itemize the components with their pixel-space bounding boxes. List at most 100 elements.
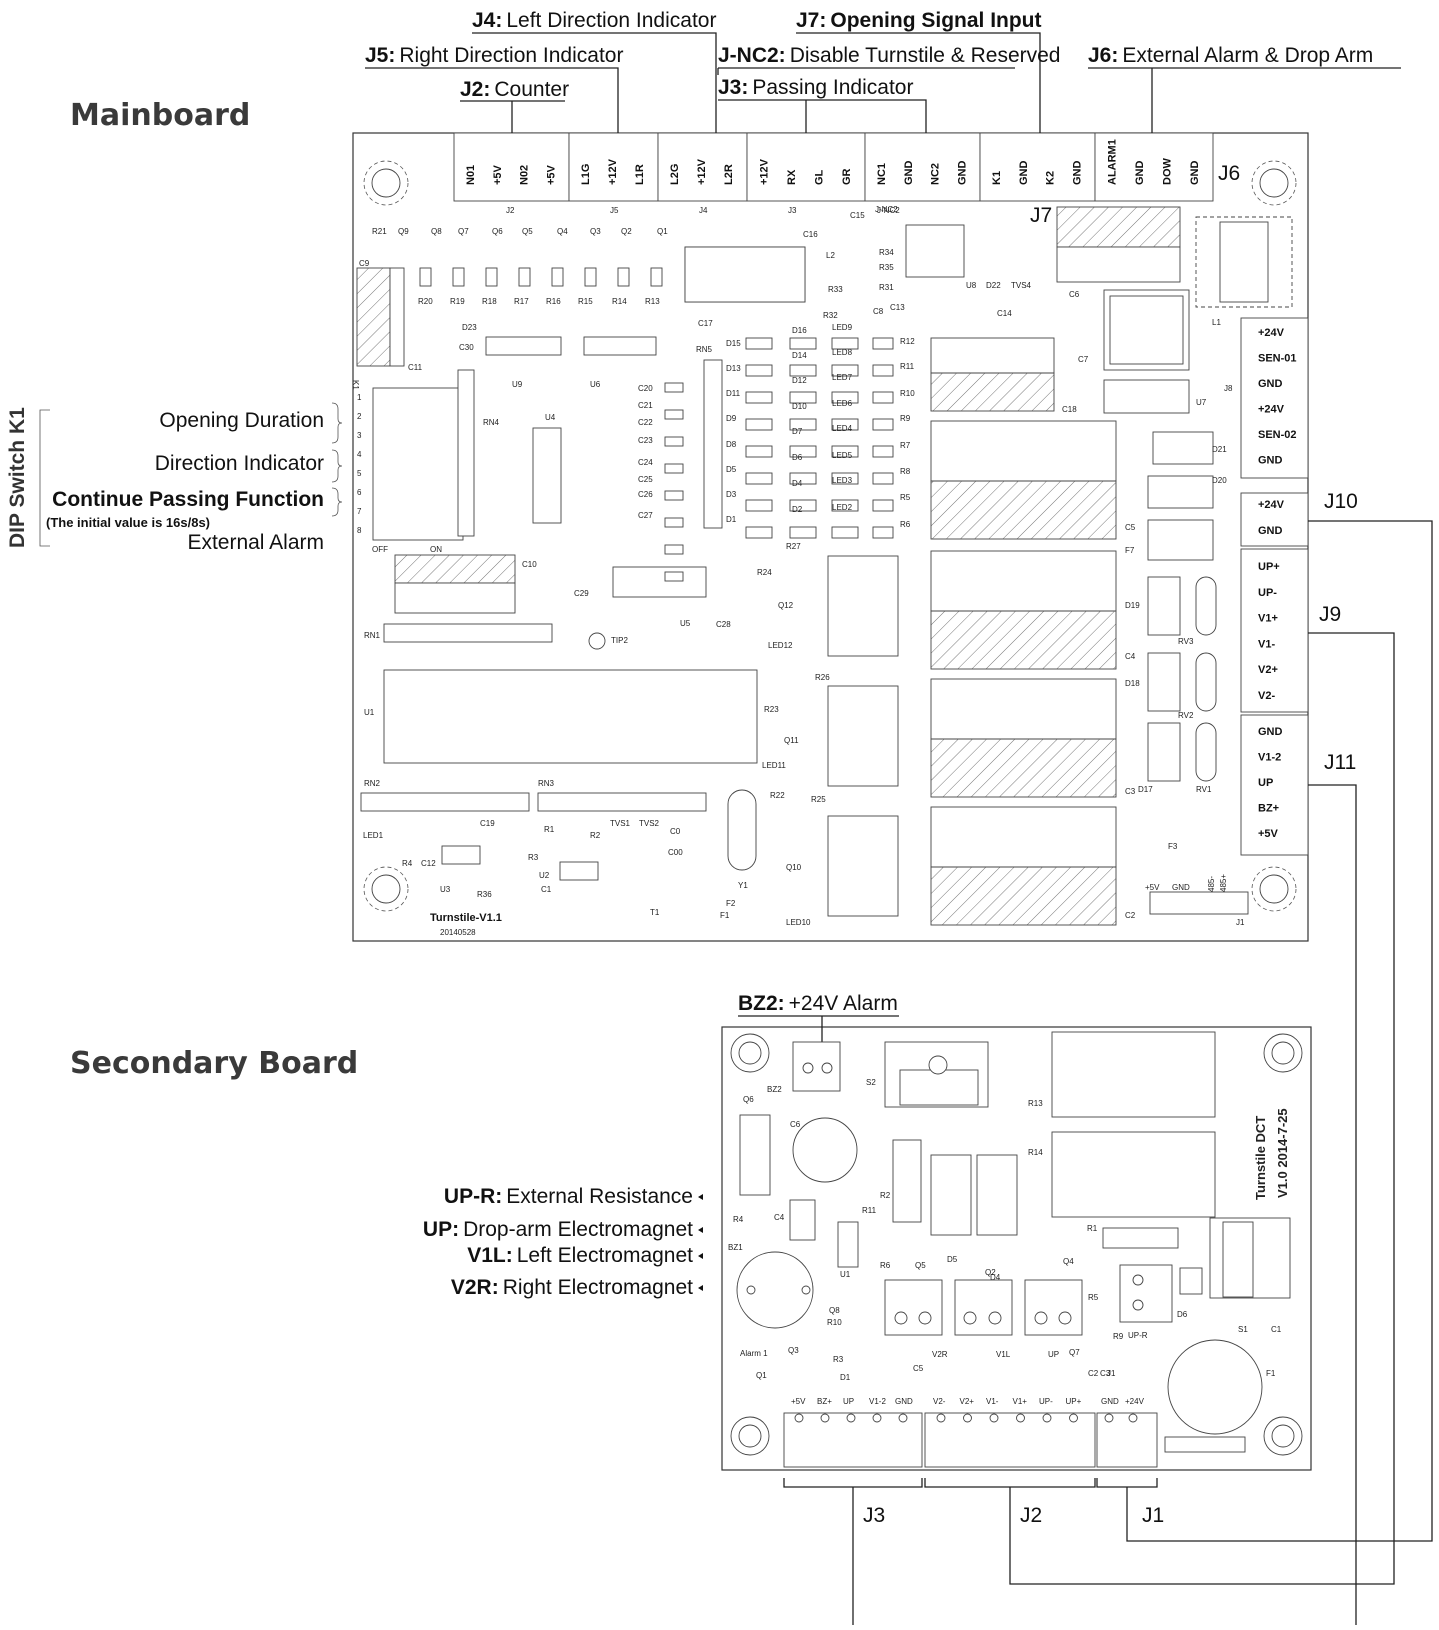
main-component-label: D5 — [726, 465, 737, 474]
capacitor — [664, 436, 684, 447]
main-component-label: R22 — [770, 791, 785, 800]
j11-pin-2: UP — [1258, 777, 1273, 789]
pin-hole — [936, 1413, 946, 1423]
secondary-component-label: C1 — [1271, 1325, 1282, 1334]
j4-pin-0: L2G — [669, 164, 681, 185]
j9-label: J9 — [1319, 603, 1341, 626]
main-component-label: R20 — [418, 297, 433, 306]
callout-j7: J7:Opening Signal Input — [796, 9, 1042, 32]
sec-j2-pin-2: V1- — [986, 1397, 999, 1406]
main-component-label: R23 — [764, 705, 779, 714]
jnc2-pin-3: GND — [956, 161, 968, 186]
diode — [745, 526, 773, 539]
main-component-label: LED12 — [768, 641, 793, 650]
capacitor — [664, 463, 684, 474]
j5-pin-1: +12V — [607, 158, 619, 185]
main-component-label: LED3 — [832, 476, 853, 485]
sec-j1-pin-0: GND — [1101, 1397, 1119, 1406]
sec-j3-pin-1: BZ+ — [817, 1397, 832, 1406]
j9-pin-2: V1+ — [1258, 613, 1278, 625]
main-component-label: C20 — [638, 384, 653, 393]
main-component-label: R4 — [402, 859, 413, 868]
callout-j3: J3:Passing Indicator — [718, 76, 913, 99]
main-component-label: Q8 — [431, 227, 442, 236]
dip-initial-value: (The initial value is 16s/8s) — [46, 515, 210, 530]
main-component-label: TVS2 — [639, 819, 660, 828]
j8-pin-2: GND — [1258, 378, 1283, 390]
main-component-label: LED6 — [832, 399, 853, 408]
secondary-component-label: BZ1 — [728, 1243, 743, 1252]
dip-direction-indicator: Direction Indicator — [155, 452, 324, 475]
j9-pin-3: V1- — [1258, 638, 1275, 650]
resistor — [650, 267, 663, 287]
dip-switch-1: 2 — [357, 412, 362, 421]
diode — [745, 499, 773, 512]
dip-opening-duration: Opening Duration — [159, 409, 324, 432]
arrow-head-icon — [698, 1227, 703, 1233]
main-component-label: R19 — [450, 297, 465, 306]
jnc2-pin-0: NC1 — [876, 163, 888, 185]
pin-hole — [846, 1413, 856, 1423]
j6-pin-2: DOW — [1161, 158, 1173, 186]
secondary-component-label: Q5 — [915, 1261, 926, 1270]
j3-pin-0: +12V — [759, 158, 771, 185]
arrow-head-icon — [698, 1253, 703, 1259]
main-component-label: R33 — [828, 285, 843, 294]
secondary-component-label: J1 — [1107, 1369, 1116, 1378]
main-component-label: C25 — [638, 475, 653, 484]
j11-pin-0: GND — [1258, 726, 1283, 738]
secondary-parts — [736, 1031, 1291, 1453]
main-component-label: R3 — [528, 853, 539, 862]
top-callouts: J4:Left Direction Indicator J7:Opening S… — [365, 9, 1401, 133]
main-component-label: RN2 — [364, 779, 381, 788]
main-component-label: C10 — [522, 560, 537, 569]
main-component-label: C3 — [1125, 787, 1136, 796]
main-component-label: RV2 — [1178, 711, 1194, 720]
secondary-callout-2: V1L:Left Electromagnet — [467, 1244, 693, 1267]
secondary-component-label: UP-R — [1128, 1331, 1148, 1340]
capacitor — [664, 517, 684, 528]
j8-pin-3: +24V — [1258, 404, 1285, 416]
dip-switch-annotation: DIP Switch K1 Opening Duration Direction… — [6, 402, 343, 554]
j2-pin-2: N02 — [519, 165, 531, 185]
main-component-label: TVS4 — [1011, 281, 1032, 290]
main-component-label: D20 — [1212, 476, 1227, 485]
resistor — [551, 267, 564, 287]
diode — [789, 364, 817, 377]
mounting-holes-main — [363, 160, 1297, 912]
secondary-component-label: D5 — [947, 1255, 958, 1264]
main-component-label: C18 — [1062, 405, 1077, 414]
main-component-label: T1 — [650, 908, 660, 917]
main-component-label: C16 — [803, 230, 818, 239]
main-component-label: LED4 — [832, 424, 853, 433]
dip-on: ON — [430, 545, 442, 554]
svg-text:485-: 485- — [1207, 876, 1216, 892]
main-component-label: R10 — [900, 389, 915, 398]
pin-hole — [1016, 1413, 1025, 1423]
pin-hole — [1069, 1413, 1078, 1423]
j9-pin-4: V2+ — [1258, 664, 1278, 676]
main-component-label: LED2 — [832, 503, 853, 512]
callout-j2: J2:Counter — [460, 78, 569, 101]
main-component-label: C9 — [359, 259, 370, 268]
secondary-component-label: S1 — [1238, 1325, 1248, 1334]
resistor — [872, 418, 894, 431]
diode — [745, 472, 773, 485]
main-component-label: D23 — [462, 323, 477, 332]
main-component-label: D1 — [726, 515, 737, 524]
sec-j3-pin-0: +5V — [791, 1397, 806, 1406]
svg-text:J1: J1 — [1236, 918, 1245, 927]
main-component-label: J-NC2 — [875, 205, 898, 214]
j6-pin-0: ALARM1 — [1107, 139, 1119, 185]
main-component-label: Q5 — [522, 227, 533, 236]
main-component-label: C15 — [850, 211, 865, 220]
j10-pin-1: GND — [1258, 525, 1283, 537]
callout-bz2: BZ2:+24V Alarm — [738, 992, 898, 1015]
main-component-label: U7 — [1196, 398, 1207, 407]
main-component-label: C6 — [1069, 290, 1080, 299]
dip-switch-3: 4 — [357, 450, 362, 459]
main-component-label: D8 — [726, 440, 737, 449]
resistor — [584, 267, 597, 287]
